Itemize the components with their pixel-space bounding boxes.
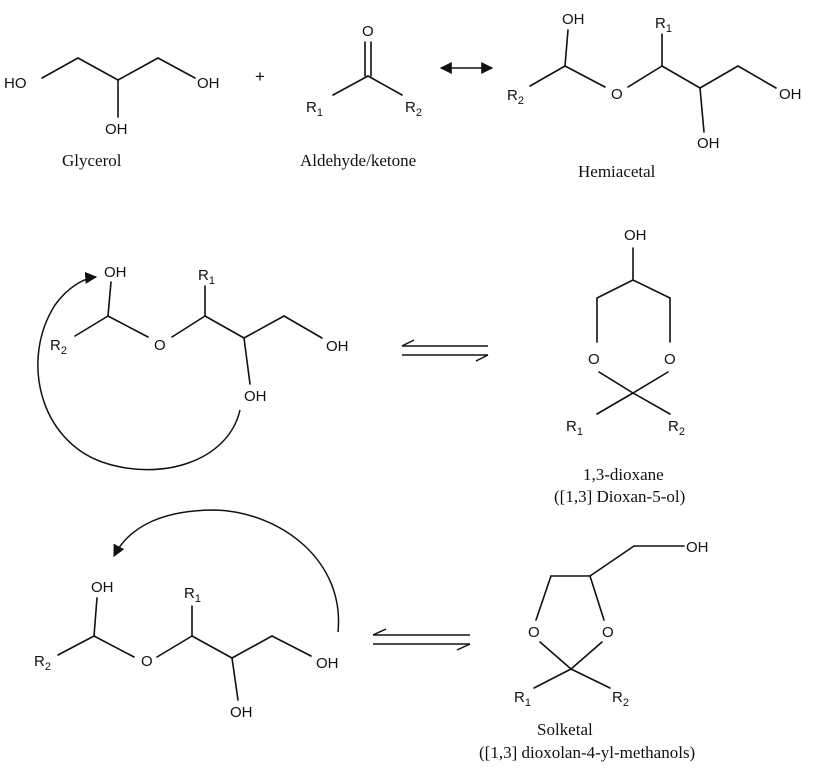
carbonyl-r1: R1 xyxy=(306,99,323,119)
plus-sign: + xyxy=(255,67,265,86)
solketal-r2: R2 xyxy=(612,689,629,709)
row2-hemiacetal-r2: R2 xyxy=(50,337,67,357)
dioxane-r2: R2 xyxy=(668,418,685,438)
solketal-oxygen-left: O xyxy=(528,624,540,641)
dioxane-caption-line1: 1,3-dioxane xyxy=(583,465,664,484)
hemiacetal-r2: R2 xyxy=(507,87,524,107)
hemiacetal-oh-right: OH xyxy=(779,86,802,103)
solketal-structure: OH O O R1 R2 xyxy=(514,539,709,709)
dioxane-structure: OH O O R1 R2 xyxy=(566,227,685,438)
glycerol-oh-middle: OH xyxy=(105,121,128,138)
row3-hemiacetal-oh-top: OH xyxy=(91,579,114,596)
row2-hemiacetal-oh-top: OH xyxy=(104,264,127,281)
hemiacetal-structure: OH R1 R2 O OH OH xyxy=(507,11,802,152)
row3-hemiacetal-ether-oxygen: O xyxy=(141,653,153,670)
cyclization-curved-arrow-row2 xyxy=(37,271,241,471)
row3-hemiacetal-oh-bottom: OH xyxy=(230,704,253,721)
solketal-oxygen-right: O xyxy=(602,624,614,641)
cyclization-curved-arrow-row3 xyxy=(113,509,340,633)
carbonyl-caption: Aldehyde/ketone xyxy=(300,151,416,170)
row2-hemiacetal-oh-bottom: OH xyxy=(244,388,267,405)
hemiacetal-oh-top: OH xyxy=(562,11,585,28)
dioxane-r1: R1 xyxy=(566,418,583,438)
hemiacetal-ether-oxygen: O xyxy=(611,86,623,103)
row3-hemiacetal-oh-right: OH xyxy=(316,655,339,672)
hemiacetal-structure-row3: OH R1 R2 O OH OH xyxy=(34,579,339,721)
carbonyl-structure: O R1 R2 xyxy=(306,23,422,119)
row3-hemiacetal-r1: R1 xyxy=(184,585,201,605)
equilibrium-arrows-row2 xyxy=(401,339,489,362)
row3-hemiacetal-r2: R2 xyxy=(34,653,51,673)
dioxane-oh: OH xyxy=(624,227,647,244)
row2-hemiacetal-ether-oxygen: O xyxy=(154,337,166,354)
row2-hemiacetal-oh-right: OH xyxy=(326,338,349,355)
hemiacetal-structure-row2: OH R1 R2 O OH OH xyxy=(50,264,349,405)
glycerol-structure: HO OH OH xyxy=(4,57,220,138)
glycerol-oh-right: OH xyxy=(197,75,220,92)
hemiacetal-r1: R1 xyxy=(655,15,672,35)
glycerol-ho-left: HO xyxy=(4,75,27,92)
equilibrium-arrows-row3 xyxy=(372,628,471,651)
hemiacetal-caption: Hemiacetal xyxy=(578,162,656,181)
solketal-caption-line2: ([1,3] dioxolan-4-yl-methanols) xyxy=(479,743,695,762)
glycerol-caption: Glycerol xyxy=(62,151,122,170)
carbonyl-oxygen: O xyxy=(362,23,374,40)
solketal-r1: R1 xyxy=(514,689,531,709)
dioxane-oxygen-right: O xyxy=(664,351,676,368)
dioxane-caption-line2: ([1,3] Dioxan-5-ol) xyxy=(554,487,685,506)
row2-hemiacetal-r1: R1 xyxy=(198,267,215,287)
solketal-caption-line1: Solketal xyxy=(537,720,593,739)
dioxane-oxygen-left: O xyxy=(588,351,600,368)
hemiacetal-oh-bottom: OH xyxy=(697,135,720,152)
solketal-oh: OH xyxy=(686,539,709,556)
carbonyl-r2: R2 xyxy=(405,99,422,119)
